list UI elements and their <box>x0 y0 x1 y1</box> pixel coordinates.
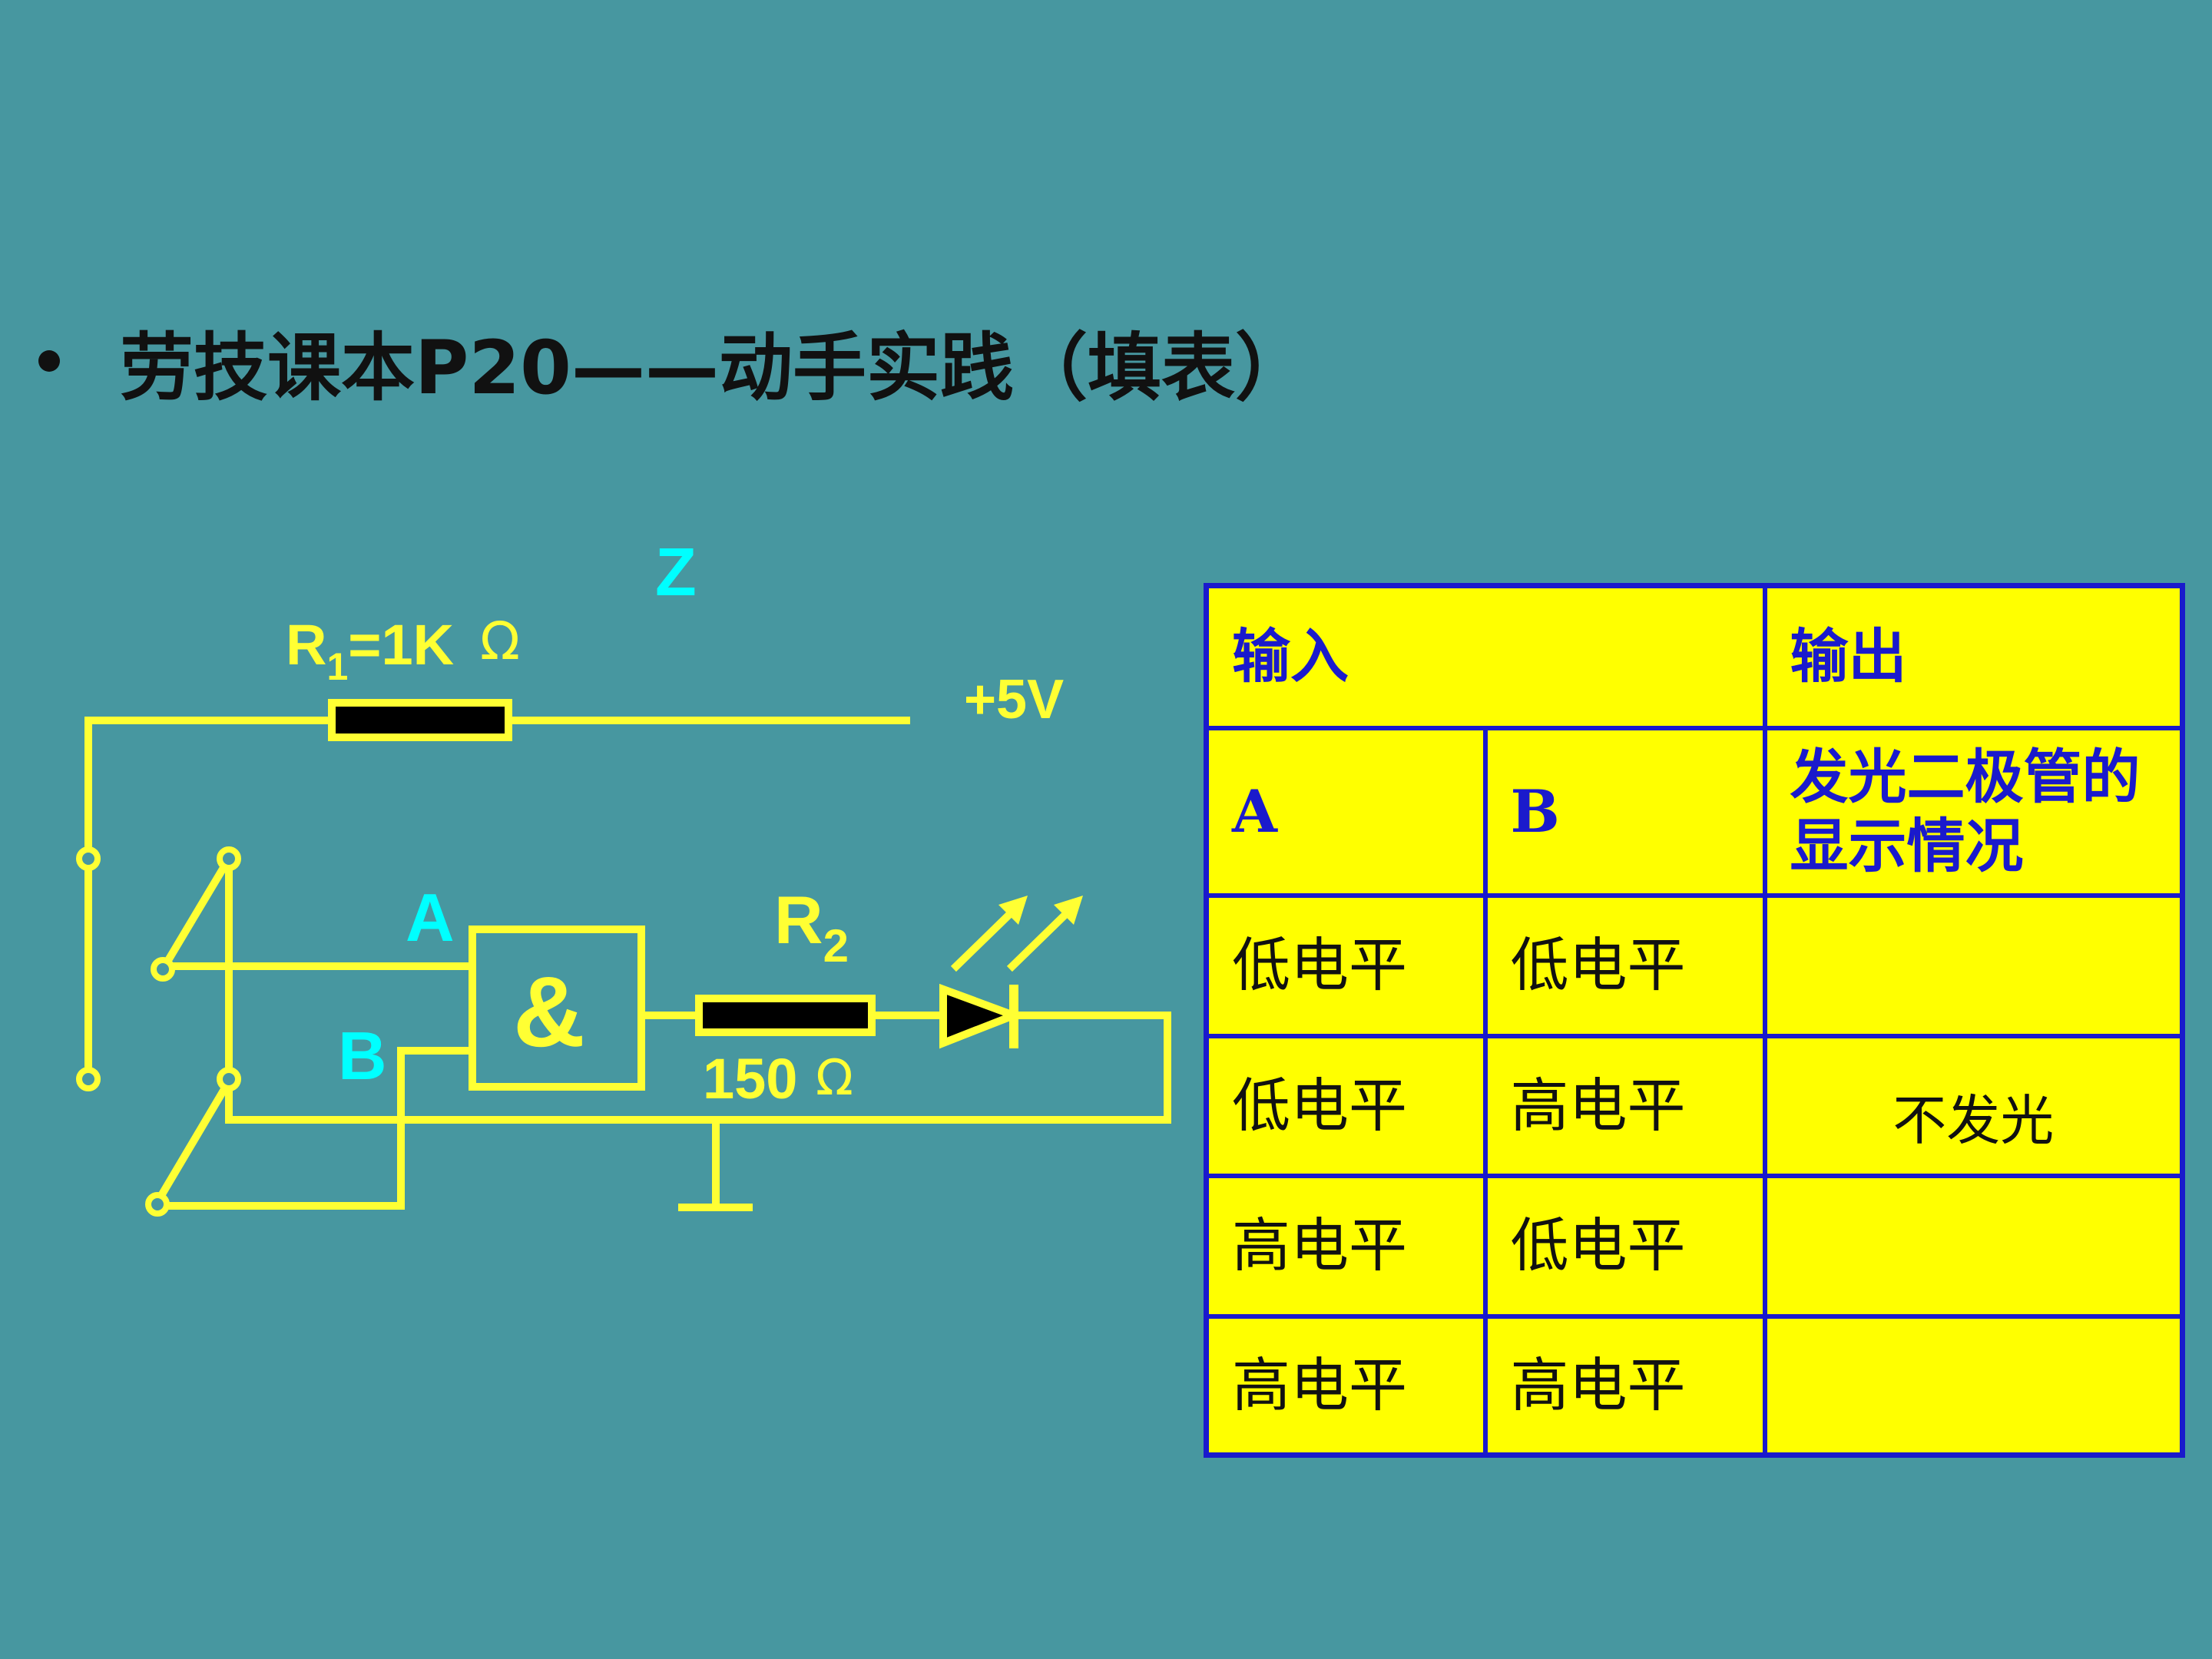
header-input: 输入 <box>1204 583 1767 730</box>
terminal-switch-a-input <box>151 957 175 982</box>
column-b-header: B <box>1482 725 1767 898</box>
row-4-b: 高电平 <box>1482 1313 1767 1458</box>
label-r2-value: 150 <box>703 1047 797 1111</box>
label-z: Z <box>655 534 697 610</box>
row-3-a: 高电平 <box>1204 1173 1488 1319</box>
label-r1-subscript: 1 <box>326 645 348 688</box>
row-1-b: 低电平 <box>1482 892 1767 1038</box>
table-row: 高电平 高电平 <box>1204 1313 2185 1458</box>
table-row: 低电平 低电平 <box>1204 892 2185 1038</box>
bullet-dot-icon <box>38 350 60 372</box>
terminal-switch-b-input <box>145 1192 170 1217</box>
circuit-diagram: Z R1=1K Ω +5V A B & R2 150 Ω <box>76 534 1171 1217</box>
label-input-a: A <box>406 879 455 955</box>
label-r1-letter: R <box>286 613 326 677</box>
terminal-switch-a-top <box>217 846 241 871</box>
resistor-r1 <box>328 699 512 741</box>
label-input-b: B <box>338 1018 387 1094</box>
row-2-a: 低电平 <box>1204 1033 1488 1178</box>
truth-table: 输入 输出 A B 发光二极管的显示情况 低电平 低电平 低电平 高电平 不发光… <box>1204 583 2185 1458</box>
label-r1: R1=1K <box>286 613 454 688</box>
row-1-a: 低电平 <box>1204 892 1488 1038</box>
bullet-text: 劳技课本P20——动手实践（填表） <box>120 324 1309 411</box>
led-arrow-head-1 <box>998 896 1028 925</box>
header-output: 输出 <box>1762 583 2185 730</box>
label-r2-letter: R <box>774 882 823 958</box>
terminal-left-top <box>76 846 101 871</box>
row-3-b: 低电平 <box>1482 1173 1767 1319</box>
table-header-row: 输入 输出 <box>1204 583 2185 730</box>
row-4-a: 高电平 <box>1204 1313 1488 1458</box>
switch-b-blade <box>152 1076 234 1207</box>
terminal-switch-b-top <box>217 1067 241 1091</box>
label-r2: R2 <box>774 882 849 972</box>
switch-a-blade <box>157 853 234 975</box>
wire-input-b <box>154 1047 476 1210</box>
table-row: 低电平 高电平 不发光 <box>1204 1033 2185 1178</box>
row-2-led[interactable]: 不发光 <box>1762 1033 2185 1178</box>
label-r2-omega: Ω <box>816 1050 853 1107</box>
column-a-header: A <box>1204 725 1488 898</box>
wire-ground-rail <box>225 1012 1171 1124</box>
and-gate-body <box>469 926 645 1091</box>
column-led-header: 发光二极管的显示情况 <box>1762 725 2185 898</box>
resistor-r2 <box>695 995 876 1036</box>
row-4-led[interactable] <box>1762 1313 2185 1458</box>
led-diode-icon <box>939 983 1025 1049</box>
label-and-gate: & <box>513 955 585 1068</box>
terminal-left-bottom <box>76 1067 101 1091</box>
label-r1-omega: Ω <box>480 611 520 672</box>
led-arrow-head-2 <box>1054 896 1083 925</box>
bullet-line: 劳技课本P20——动手实践（填表） <box>38 311 1309 411</box>
wire-top-rail <box>84 717 910 863</box>
led-arrow-1 <box>950 904 1020 972</box>
row-2-b: 高电平 <box>1482 1033 1767 1178</box>
table-row: 高电平 低电平 <box>1204 1173 2185 1319</box>
label-r2-subscript: 2 <box>823 920 849 972</box>
table-subheader-row: A B 发光二极管的显示情况 <box>1204 725 2185 898</box>
led-arrow-2 <box>1006 904 1076 972</box>
row-3-led[interactable] <box>1762 1173 2185 1319</box>
label-vcc: +5V <box>964 669 1064 730</box>
label-r1-value: =1K <box>348 613 454 677</box>
row-1-led[interactable] <box>1762 892 2185 1038</box>
